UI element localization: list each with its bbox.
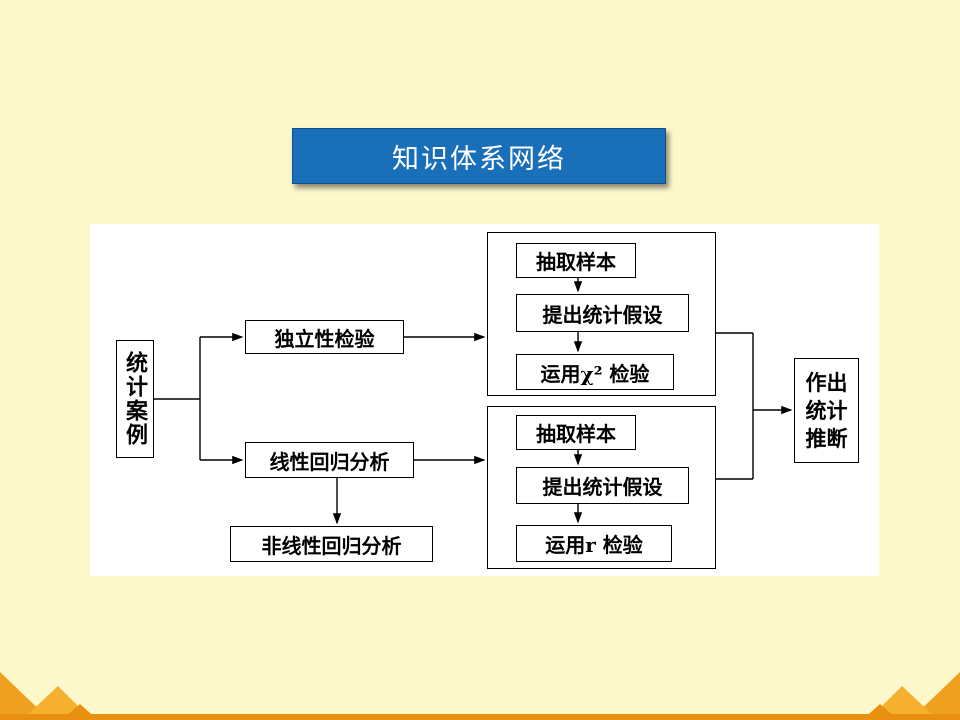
- upper-step-chi-square-test: 运用χ² 检验: [516, 354, 674, 390]
- knowledge-diagram: 统计案例 独立性检验 线性回归分析 非线性回归分析 抽取样本 提出统计假设 运用…: [90, 224, 879, 576]
- bottom-right-triangle-decoration: [862, 672, 960, 720]
- root-box-statistics-cases: 统计案例: [116, 340, 154, 458]
- lower-procedure-frame: [487, 406, 716, 569]
- upper-step-hypothesis: 提出统计假设: [516, 294, 689, 332]
- branch-box-independence-test: 独立性检验: [245, 320, 404, 354]
- lower-step-hypothesis: 提出统计假设: [516, 467, 689, 504]
- diagram-connectors: [154, 278, 793, 525]
- bottom-orange-strip: [0, 714, 960, 720]
- upper-procedure-frame: [487, 232, 716, 396]
- branch-box-linear-regression: 线性回归分析: [245, 442, 414, 478]
- branch-box-nonlinear-regression: 非线性回归分析: [230, 526, 433, 562]
- lower-step-r-test: 运用r 检验: [516, 525, 672, 562]
- upper-step-sample: 抽取样本: [516, 243, 636, 278]
- section-title-banner: 知识体系网络: [292, 128, 666, 184]
- lower-step-sample: 抽取样本: [516, 415, 636, 450]
- bottom-left-triangle-decoration: [0, 672, 98, 720]
- result-box-statistical-inference: 作出统计推断: [794, 358, 859, 463]
